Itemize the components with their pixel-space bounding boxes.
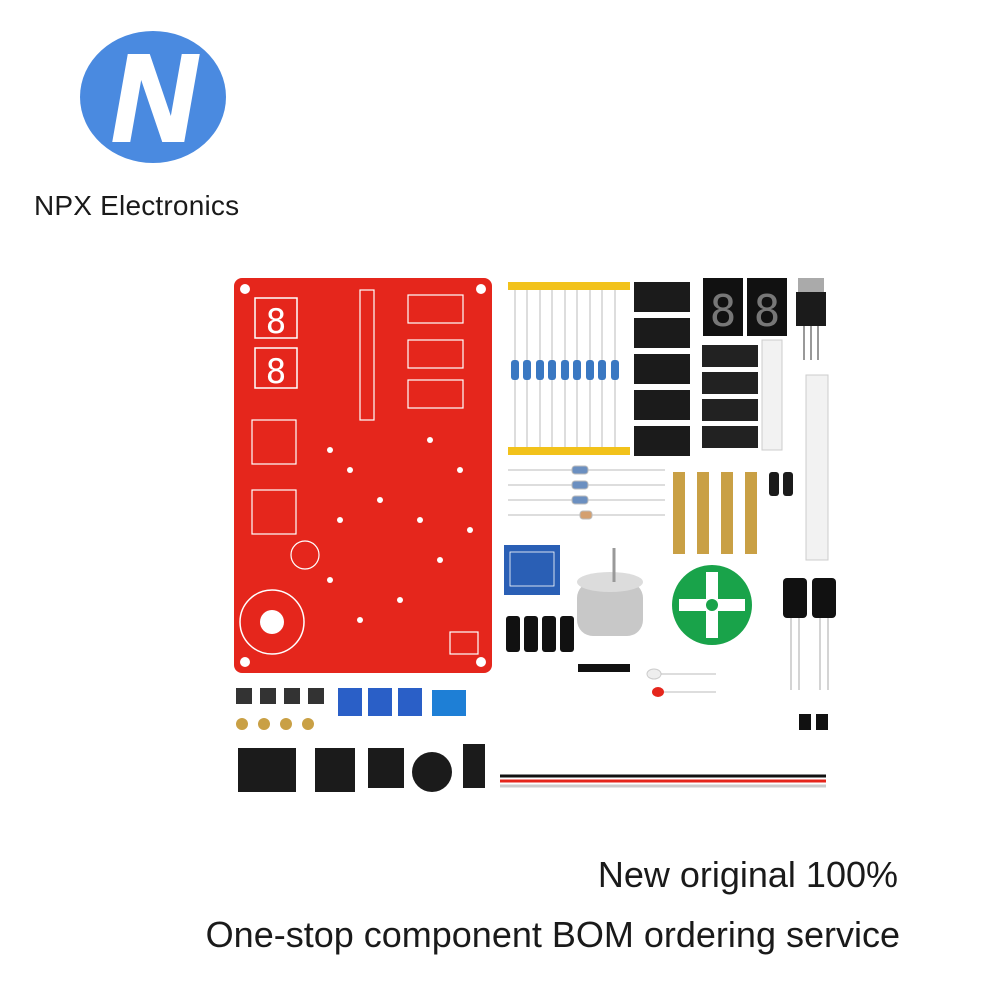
wire-harness: [500, 774, 826, 788]
encoder-disc: [672, 565, 752, 645]
pcb-digit-1: 8: [266, 302, 286, 342]
pcb-digit-2: 8: [266, 352, 286, 392]
pin-header: [578, 664, 630, 672]
red-pcb: 8 8: [234, 278, 492, 673]
large-capacitors: [783, 578, 836, 690]
tagline-bom-service: One-stop component BOM ordering service: [205, 914, 900, 955]
seven-segment-displays: 8 8: [703, 278, 787, 337]
small-capacitors: [769, 472, 793, 496]
ic-sockets: [634, 282, 690, 456]
display-digit-2: 8: [754, 286, 781, 337]
brand-name: NPX Electronics: [34, 190, 240, 221]
trim-potentiometers: [338, 688, 466, 716]
leds: [646, 668, 716, 697]
transistors: [799, 714, 828, 730]
ic-chips: [702, 345, 758, 448]
product-photo: 8 8: [234, 278, 836, 792]
white-header: [761, 339, 783, 451]
npx-logo-icon: [80, 31, 226, 163]
black-components: [238, 744, 485, 792]
loose-resistors: [508, 465, 665, 520]
display-digit-1: 8: [710, 286, 737, 337]
relay: [504, 545, 560, 595]
screws: [236, 718, 314, 730]
tactile-buttons: [236, 688, 324, 704]
voltage-regulator: [796, 278, 826, 360]
dc-motor: [577, 548, 643, 636]
white-header-long: [805, 374, 829, 561]
brass-standoffs: [673, 472, 757, 554]
resistor-strip: [508, 282, 630, 455]
medium-capacitors: [506, 616, 574, 652]
tagline-original: New original 100%: [597, 854, 898, 895]
